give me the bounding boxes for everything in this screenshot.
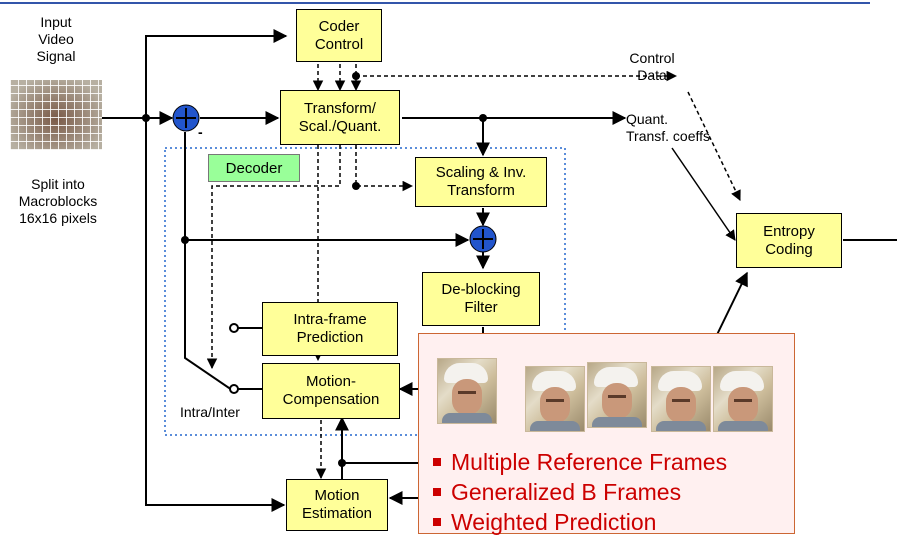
inter-switch-terminal (229, 384, 239, 394)
intra-prediction-block: Intra-frame Prediction (262, 302, 398, 356)
main-adder (172, 104, 200, 132)
reference-frame-1 (437, 358, 497, 424)
scaling-inverse-transform-block: Scaling & Inv. Transform (415, 157, 547, 207)
reference-frame-3 (587, 362, 647, 428)
reference-frame-4 (651, 366, 711, 432)
input-frame-thumbnail (10, 80, 102, 150)
input-caption: Input Video Signal (36, 14, 76, 64)
minus-sign: - (198, 124, 203, 140)
reference-frame-5 (713, 366, 773, 432)
feature-item: Generalized B Frames (433, 479, 681, 505)
reference-frame-2 (525, 366, 585, 432)
motion-estimation-block: Motion Estimation (286, 479, 388, 531)
transform-block: Transform/ Scal./Quant. (280, 90, 400, 145)
decoder-label: Decoder (208, 154, 300, 182)
intra-switch-terminal (229, 323, 239, 333)
deblocking-filter-block: De-blocking Filter (422, 272, 540, 326)
motion-compensation-block: Motion- Compensation (262, 363, 400, 419)
quant-coeffs-label: Quant. Transf. coeffs (626, 111, 711, 144)
coder-control-block: Coder Control (296, 9, 382, 62)
feature-item: Weighted Prediction (433, 509, 656, 535)
control-data-label: Control Data (629, 50, 675, 83)
entropy-coding-block: Entropy Coding (736, 213, 842, 268)
intra-inter-label: Intra/Inter (180, 404, 240, 420)
decoder-region (164, 147, 566, 436)
reference-frames-panel: Multiple Reference Frames Generalized B … (418, 333, 795, 535)
reconstruction-adder (469, 225, 497, 253)
feature-item: Multiple Reference Frames (433, 449, 727, 475)
split-caption: Split into Macroblocks 16x16 pixels (18, 176, 98, 226)
